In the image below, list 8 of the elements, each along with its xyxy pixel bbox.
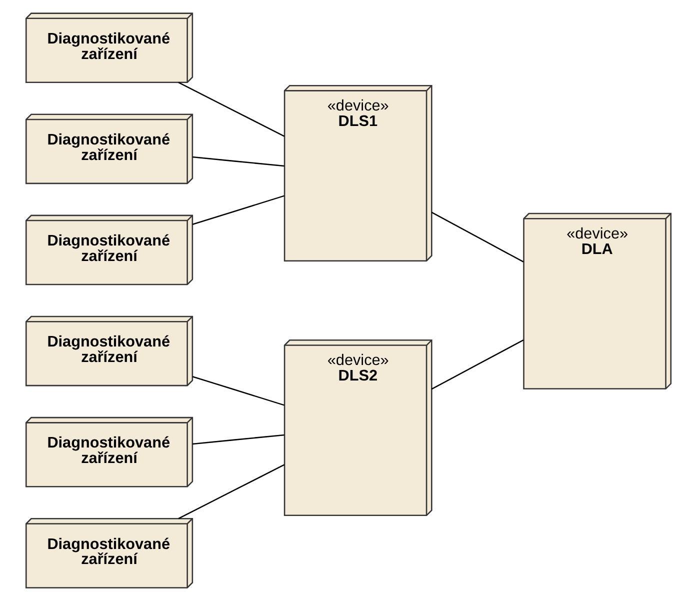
connector [178,82,284,137]
connector [430,212,524,262]
connector [192,195,284,226]
connector [192,434,284,445]
connector [430,339,524,390]
connector [192,376,284,406]
connector [178,464,284,520]
connector [192,156,284,167]
